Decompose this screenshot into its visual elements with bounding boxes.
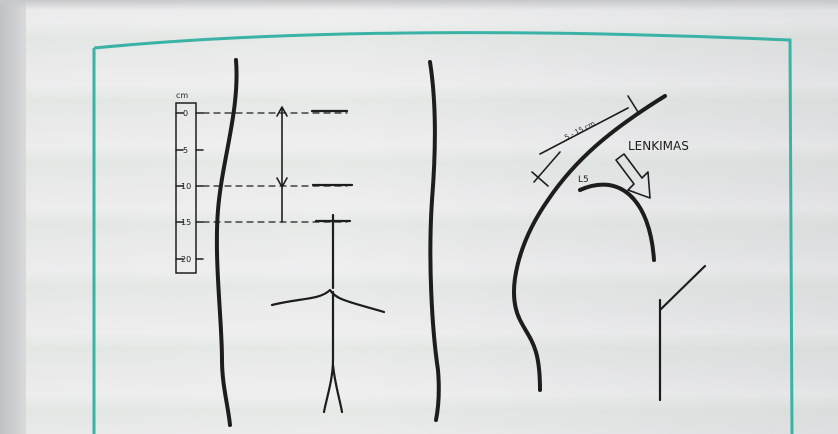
gluteal-curve (272, 290, 384, 312)
gluteal-cleft (324, 292, 342, 412)
measurement-arrows (277, 107, 287, 222)
l5-label: L5 (578, 175, 589, 185)
side-view: 5 - 15 cm L5 LENKIMAS (514, 96, 705, 400)
back-outline-right (430, 62, 439, 420)
teal-frame (94, 33, 792, 434)
ruler: cm 0 5 10 15 20 (176, 91, 203, 273)
ruler-label-15: 15 (181, 218, 191, 227)
lenkimas-label: LENKIMAS (628, 139, 689, 153)
distance-label: 5 - 15 cm (563, 119, 596, 141)
ruler-label-20: 20 (181, 255, 191, 264)
ruler-label-0: 0 (183, 109, 188, 118)
ruler-label-10: 10 (181, 182, 191, 191)
ruler-label-5: 5 (183, 146, 188, 155)
back-outline-left (217, 60, 237, 425)
bending-direction-arrow (616, 154, 650, 198)
ruler-unit: cm (176, 91, 188, 100)
leg-angle (660, 266, 705, 310)
distance-tick-top (628, 96, 638, 112)
